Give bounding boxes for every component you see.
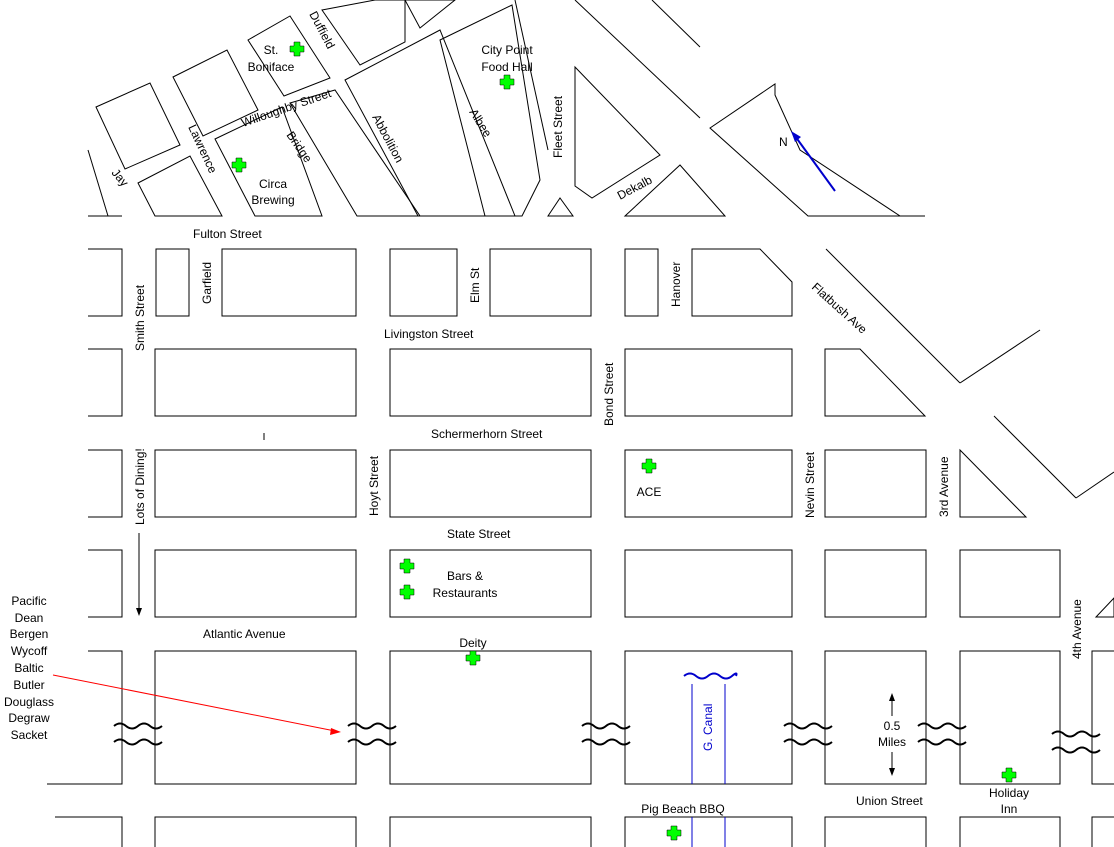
- poi-label-ace: ACE: [637, 485, 662, 499]
- poi-label-city-point-2: Food Hall: [481, 60, 532, 74]
- street-label-fulton: Fulton Street: [193, 227, 262, 241]
- street-label-state: State Street: [447, 527, 511, 541]
- gowanus-canal: [683, 672, 738, 847]
- street-label-smith: Smith Street: [133, 284, 147, 351]
- street-label-third-ave: 3rd Avenue: [937, 456, 951, 517]
- poi-marker-pig-beach: [666, 825, 682, 841]
- cross-street-7: Degraw: [8, 711, 50, 725]
- scale-unit: Miles: [878, 735, 906, 749]
- poi-markers: [231, 41, 1017, 841]
- cross-street-0: Pacific: [11, 594, 46, 608]
- poi-marker-city-point: [499, 74, 515, 90]
- poi-label-city-point-1: City Point: [481, 43, 533, 57]
- street-label-flatbush: Flatbush Ave: [809, 280, 870, 337]
- poi-label-circa-2: Brewing: [251, 193, 294, 207]
- poi-marker-bars-1: [399, 558, 415, 574]
- dining-arrow: [136, 433, 265, 616]
- poi-label-circa-1: Circa: [259, 177, 287, 191]
- street-label-hoyt: Hoyt Street: [367, 455, 381, 516]
- scale-value: 0.5: [884, 719, 901, 733]
- street-label-bond: Bond Street: [602, 362, 616, 426]
- poi-label-bars-1: Bars &: [447, 569, 483, 583]
- street-label-albee: Albee: [466, 106, 494, 140]
- flatbush-lines: [825, 248, 1114, 499]
- street-label-abbolition: Abbolition: [369, 112, 406, 165]
- canal-wave: [683, 672, 738, 680]
- street-label-atlantic: Atlantic Avenue: [203, 627, 286, 641]
- break-marks: [113, 722, 1101, 754]
- street-label-fourth-ave: 4th Avenue: [1070, 599, 1084, 659]
- scale-bar: 0.5 Miles: [878, 693, 906, 776]
- poi-marker-st-boniface: [289, 41, 305, 57]
- street-label-dekalb: Dekalb: [615, 173, 655, 203]
- poi-marker-circa: [231, 157, 247, 173]
- poi-label-holiday-inn-2: Inn: [1001, 802, 1018, 816]
- poi-marker-bars-2: [399, 584, 415, 600]
- street-label-livingston: Livingston Street: [384, 327, 474, 341]
- cross-streets-callout: [52, 674, 341, 735]
- street-label-fleet: Fleet Street: [551, 95, 565, 158]
- poi-marker-deity: [465, 650, 481, 666]
- vertical-street-labels: Smith Street Garfield Elm St Hanover Bon…: [133, 95, 1084, 659]
- poi-labels: St. Boniface City Point Food Hall Circa …: [248, 43, 1029, 816]
- diagonal-street-labels: Flatbush Ave Dekalb Albee Abbolition Bri…: [109, 9, 870, 337]
- top-blocks: [95, 0, 902, 217]
- street-label-union: Union Street: [856, 794, 923, 808]
- poi-label-st-boniface-1: St.: [264, 43, 279, 57]
- street-label-schermerhorn: Schermerhorn Street: [431, 427, 543, 441]
- cross-street-list: Pacific Dean Bergen Wycoff Baltic Butler…: [4, 594, 54, 742]
- cross-street-3: Wycoff: [11, 644, 48, 658]
- cross-street-1: Dean: [15, 611, 44, 625]
- poi-marker-ace: [641, 458, 657, 474]
- street-label-nevin: Nevin Street: [803, 451, 817, 518]
- cross-street-5: Butler: [13, 678, 44, 692]
- north-label: N: [779, 135, 788, 149]
- cross-street-8: Sacket: [11, 728, 48, 742]
- street-label-hanover: Hanover: [669, 262, 683, 307]
- poi-label-deity: Deity: [459, 636, 486, 650]
- poi-label-bars-2: Restaurants: [433, 586, 498, 600]
- canal-label: G. Canal: [701, 704, 715, 751]
- street-label-garfield: Garfield: [200, 262, 214, 304]
- poi-label-pig-beach: Pig Beach BBQ: [641, 802, 724, 816]
- street-label-willoughby: Willoughby Street: [239, 86, 333, 130]
- street-label-jay: Jay: [109, 166, 132, 189]
- street-label-lots-of-dining: Lots of Dining!: [133, 448, 147, 525]
- top-street-lines: [87, 0, 925, 217]
- poi-label-holiday-inn-1: Holiday: [989, 786, 1029, 800]
- street-label-duffield: Duffield: [306, 9, 337, 51]
- city-blocks: [47, 248, 1114, 847]
- cross-street-6: Douglass: [4, 695, 54, 709]
- poi-marker-holiday-inn: [1001, 767, 1017, 783]
- north-arrow: N: [779, 131, 836, 192]
- poi-label-st-boniface-2: Boniface: [248, 60, 295, 74]
- horizontal-street-labels: Fulton Street Livingston Street Schermer…: [193, 227, 923, 808]
- cross-street-4: Baltic: [14, 661, 43, 675]
- street-label-bridge: Bridge: [284, 129, 316, 166]
- street-label-elm: Elm St: [468, 267, 482, 303]
- cross-street-2: Bergen: [10, 627, 49, 641]
